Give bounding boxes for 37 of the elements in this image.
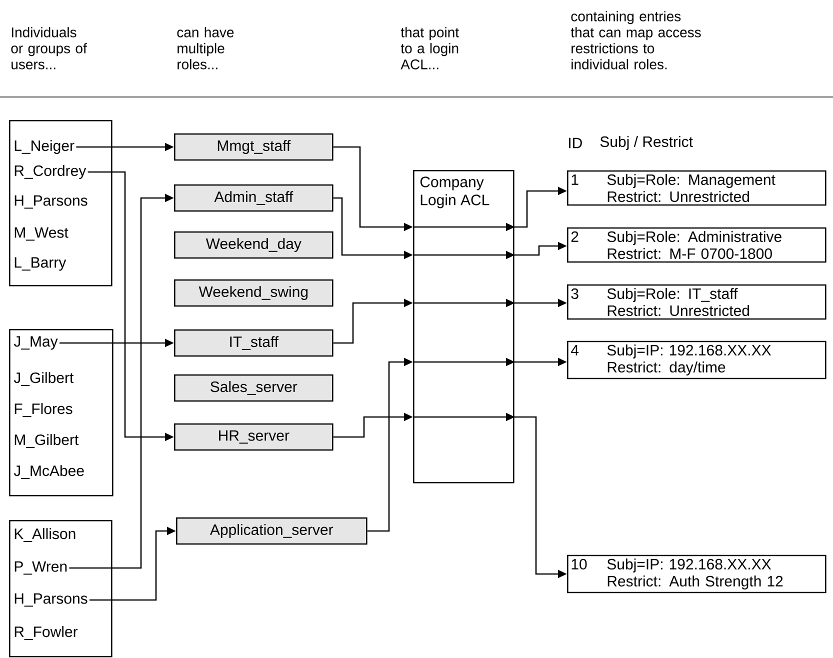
user-name: K_Allison (14, 528, 76, 542)
role-box: Mmgt_staff (174, 133, 334, 161)
user-name: R_Fowler (14, 626, 78, 640)
user-group-box (9, 329, 114, 496)
user-name: F_Flores (14, 403, 72, 417)
user-name: L_Barry (14, 257, 66, 271)
column-header: ID (569, 138, 582, 148)
user-name: H_Parsons (14, 593, 88, 607)
user-name: J_McAbee (14, 465, 84, 479)
user-name: L_Neiger (14, 140, 74, 154)
acl-entry-box: 2 Subj=Role: Administrative Restrict: M-F 0700-1800 (567, 227, 826, 263)
role-box: HR_server (174, 423, 334, 451)
column-heading: containing entries that can map access restrictions to individual roles. (570, 11, 701, 70)
user-name: H_Parsons (14, 195, 88, 209)
user-group-box (9, 120, 112, 286)
role-box: Admin_staff (174, 184, 334, 212)
user-name: J_May (14, 336, 58, 350)
user-name: P_Wren (14, 561, 67, 575)
acl-entry-box: 1 Subj=Role: Management Restrict: Unrestricted (567, 170, 826, 206)
acl-entry-box: 3 Subj=Role: IT_staff Restrict: Unrestricted (567, 284, 826, 320)
user-name: M_West (14, 227, 68, 241)
column-header: Subj / Restrict (600, 136, 693, 150)
user-name: J_Gilbert (14, 372, 74, 386)
role-box: Weekend_swing (174, 279, 334, 307)
column-heading: that point to a login ACL... (400, 27, 459, 70)
acl-entry-box: 10 Subj=IP: 192.168.XX.XX Restrict: Auth Strength 12 (567, 554, 826, 594)
acl-box: Company Login ACL (413, 170, 514, 484)
role-box: Sales_server (174, 374, 334, 402)
role-box: Application_server (176, 517, 368, 545)
column-heading: Individuals or groups of users... (11, 27, 87, 70)
role-box: IT_staff (174, 329, 334, 357)
role-box: Weekend_day (174, 231, 334, 259)
column-heading: can have multiple roles... (177, 27, 234, 70)
user-name: R_Cordrey (14, 165, 86, 179)
user-group-box (9, 520, 112, 658)
user-name: M_Gilbert (14, 434, 79, 448)
acl-entry-box: 4 Subj=IP: 192.168.XX.XX Restrict: day/time (567, 340, 826, 380)
